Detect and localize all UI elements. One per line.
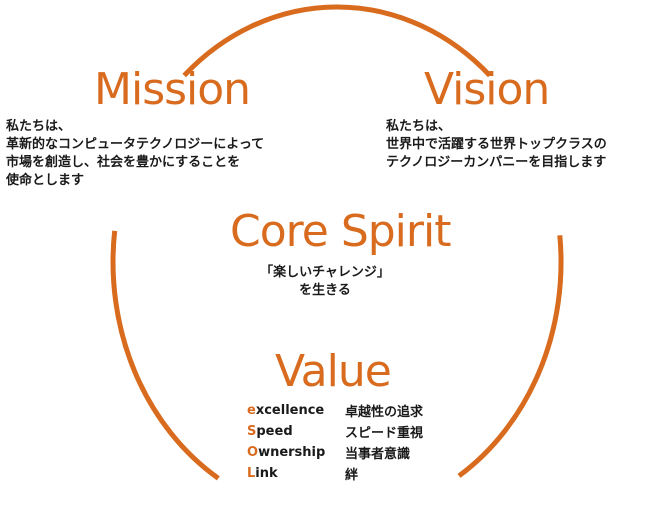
value-word: Speed [247, 424, 345, 439]
value-word: Link [247, 466, 345, 481]
core-spirit-title: Core Spirit [230, 206, 451, 257]
mission-text: 私たちは、 革新的なコンピュータテクノロジーによって 市場を創造し、社会を豊かに… [6, 118, 264, 190]
core-spirit-text: 「楽しいチャレンジ」 を生きる [200, 264, 450, 300]
value-item: Speed スピード重視 [247, 421, 423, 442]
value-word-rest: ink [255, 466, 278, 481]
value-word: excellence [247, 403, 345, 418]
value-jp: 卓越性の追求 [345, 405, 424, 420]
vision-title: Vision [424, 64, 550, 115]
value-jp: 当事者意識 [345, 447, 411, 462]
value-initial: L [247, 466, 256, 481]
value-word-rest: peed [256, 424, 293, 439]
core-spirit-line: 「楽しいチャレンジ」 [260, 265, 390, 280]
value-initial: e [247, 403, 256, 418]
mission-line: 市場を創造し、社会を豊かにすることを [6, 155, 241, 170]
value-word-rest: xcellence [255, 403, 325, 418]
vision-line: 私たちは、 [386, 119, 452, 134]
value-jp: 絆 [345, 468, 359, 483]
value-item: excellence 卓越性の追求 [247, 400, 423, 421]
ring-arc-left [110, 230, 220, 481]
value-title: Value [275, 346, 392, 397]
ring-arc-right [457, 235, 564, 478]
value-initial: S [247, 424, 257, 439]
value-jp: スピード重視 [345, 426, 424, 441]
value-initial: O [247, 445, 259, 460]
vision-line: テクノロジーカンパニーを目指します [386, 155, 607, 170]
value-item: Link 絆 [247, 463, 423, 484]
value-item: Ownership 当事者意識 [247, 442, 423, 463]
mission-line: 私たちは、 [6, 119, 72, 134]
value-word: Ownership [247, 445, 345, 460]
vision-line: 世界中で活躍する世界トップクラスの [386, 137, 607, 152]
ring-arc-top [182, 4, 492, 78]
value-word-rest: wnership [258, 445, 326, 460]
value-list: excellence 卓越性の追求 Speed スピード重視 Ownership… [247, 400, 423, 484]
mission-line: 使命とします [6, 173, 85, 188]
mission-title: Mission [94, 64, 251, 115]
mission-line: 革新的なコンピュータテクノロジーによって [6, 137, 265, 152]
vision-text: 私たちは、 世界中で活躍する世界トップクラスの テクノロジーカンパニーを目指しま… [386, 118, 607, 172]
core-spirit-line: を生きる [299, 283, 351, 298]
